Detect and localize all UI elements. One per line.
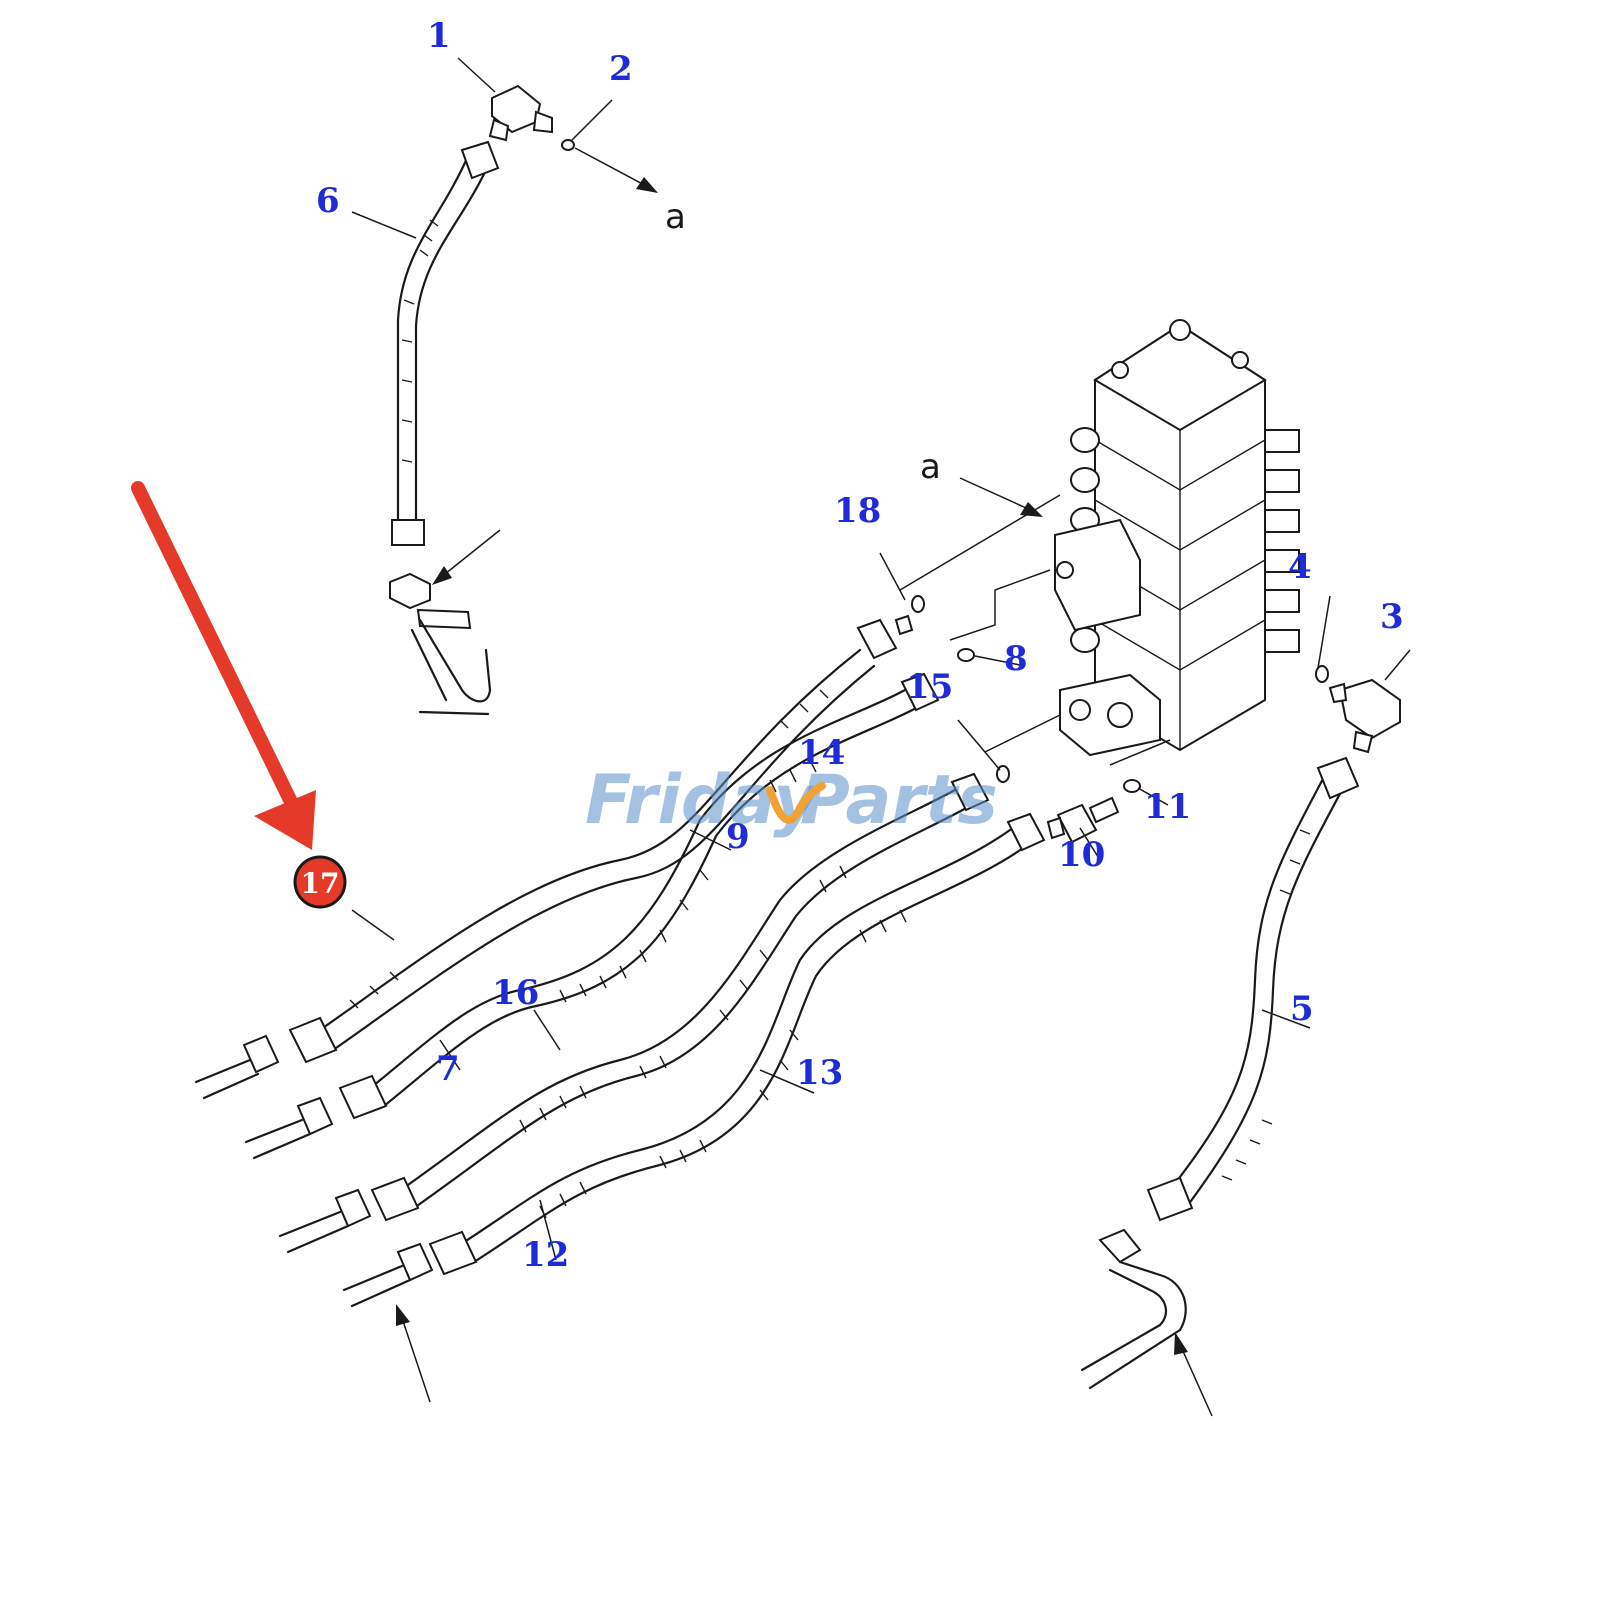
- hose-6: [391, 140, 500, 546]
- view-letter-mid: a: [920, 447, 941, 487]
- highlighted-part-badge: 17: [293, 855, 347, 909]
- callout-16: 16: [492, 973, 539, 1013]
- callout-10: 10: [1058, 835, 1105, 875]
- highlight-arrow: [131, 481, 316, 850]
- callout-12: 12: [522, 1235, 569, 1275]
- highlighted-part-number: 17: [301, 867, 340, 900]
- callout-11: 11: [1144, 787, 1191, 827]
- watermark-left: Friday: [585, 761, 820, 840]
- callout-14: 14: [798, 733, 845, 773]
- elbow-fitting-3: [1328, 678, 1401, 754]
- hose-16-14: [370, 772, 990, 1222]
- o-ring-18: [911, 595, 925, 613]
- bracket-right: [1080, 1228, 1213, 1417]
- callout-numbers: 1 2 6 18 4 3 8 15 14 11 9 10 16 5 7 13 1…: [316, 16, 1404, 1275]
- callout-8: 8: [1004, 639, 1028, 679]
- callout-18: 18: [834, 491, 881, 531]
- upper-hose-assembly: [389, 84, 658, 716]
- callout-5: 5: [1290, 989, 1314, 1029]
- callout-6: 6: [316, 181, 340, 221]
- callout-9: 9: [726, 817, 750, 857]
- callout-13: 13: [796, 1053, 843, 1093]
- watermark-logo: Friday Parts: [585, 761, 998, 840]
- hose-12-13: [428, 812, 1046, 1276]
- callout-15: 15: [906, 667, 953, 707]
- o-ring-4: [1315, 665, 1329, 683]
- hose-5: [1146, 756, 1360, 1222]
- adapter-fittings: [194, 1034, 434, 1403]
- watermark-swoosh-icon: [766, 782, 826, 824]
- control-valve: [1054, 319, 1300, 757]
- callout-3: 3: [1380, 597, 1404, 637]
- elbow-fitting-1: [488, 84, 553, 142]
- hose-17: [288, 614, 914, 1064]
- o-ring-2: [561, 139, 575, 151]
- o-ring-11: [1123, 779, 1141, 793]
- hose-7-9: [338, 672, 940, 1120]
- o-ring-8: [957, 648, 975, 662]
- view-letter-top: a: [665, 197, 686, 237]
- watermark-right: Parts: [800, 761, 998, 840]
- callout-7: 7: [436, 1049, 460, 1089]
- valve-ports-right: [1264, 429, 1300, 653]
- callout-2: 2: [609, 49, 633, 89]
- callout-4: 4: [1288, 547, 1312, 587]
- fitting-10: [1046, 796, 1120, 844]
- callout-1: 1: [427, 16, 451, 56]
- callout-leaders: [351, 57, 1411, 1261]
- bracket-lower: [389, 529, 501, 716]
